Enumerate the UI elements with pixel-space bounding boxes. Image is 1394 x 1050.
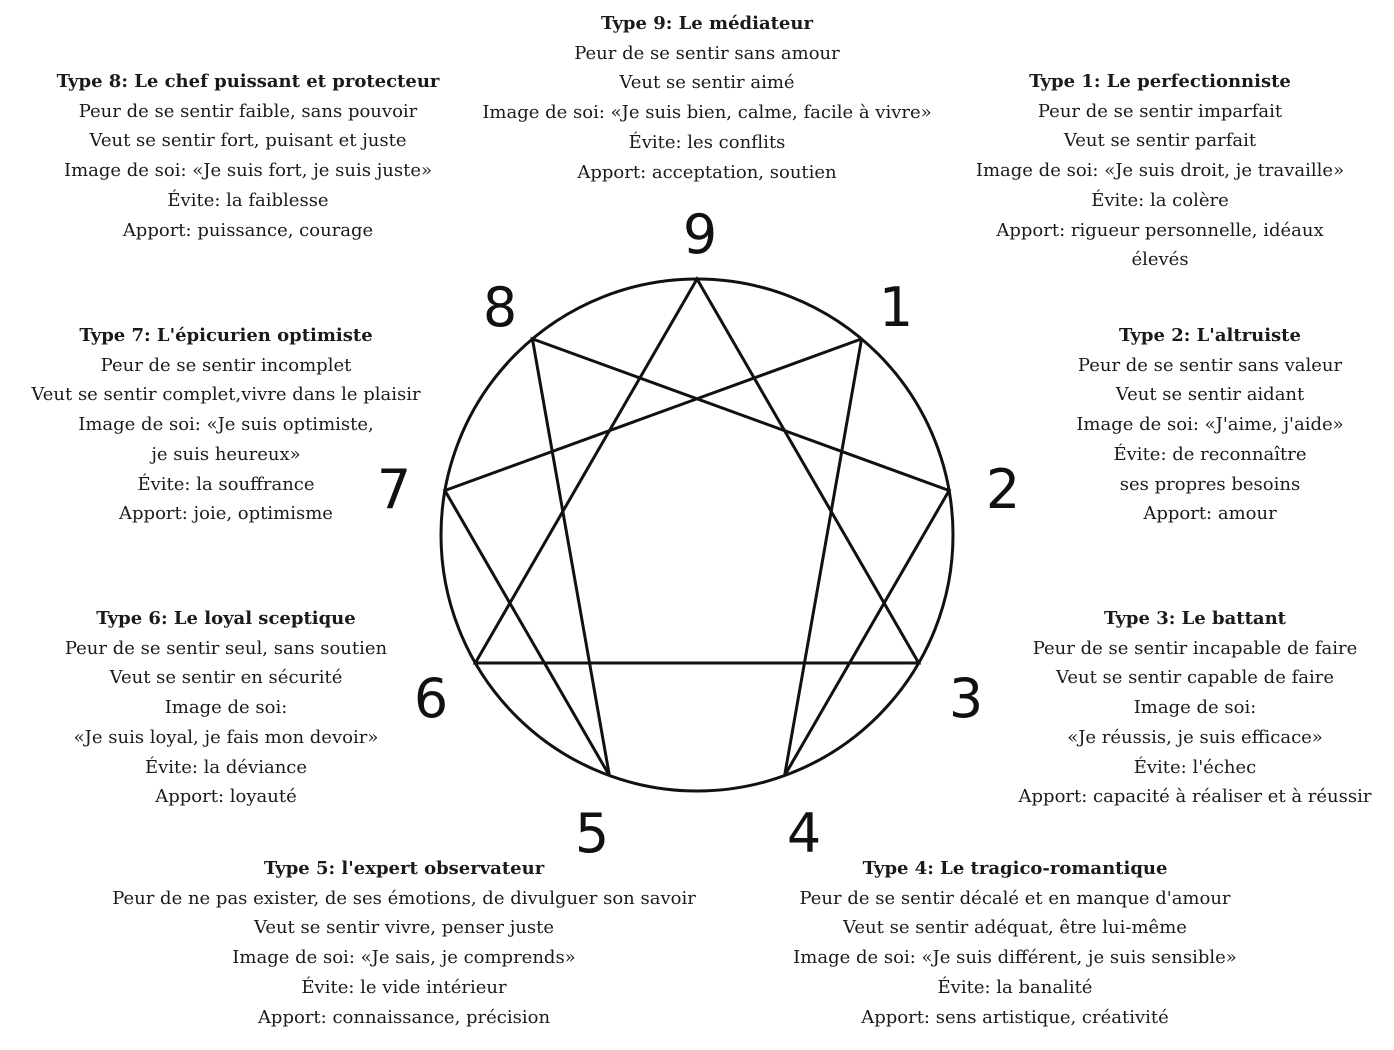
type-9-line: Apport: acceptation, soutien: [577, 161, 837, 183]
type-1-line: Apport: rigueur personnelle, idéaux: [996, 219, 1324, 241]
type-6-line: Évite: la déviance: [144, 756, 308, 778]
type-6-line: Apport: loyauté: [155, 786, 297, 808]
type-5-block: Type 5: l'expert observateur Peur de ne …: [84, 854, 724, 1032]
type-3-line: Peur de se sentir incapable de faire: [1032, 637, 1358, 659]
type-7-line: Veut se sentir complet,vivre dans le pla…: [31, 384, 421, 406]
type-3-title: Type 3: Le battant: [1104, 608, 1286, 629]
type-2-line: Peur de se sentir sans valeur: [1077, 354, 1343, 376]
type-3-line: Apport: capacité à réaliser et à réussir: [1018, 786, 1372, 808]
type-1-line: Évite: la colère: [1091, 189, 1229, 211]
type-1-line: Veut se sentir parfait: [1063, 130, 1257, 152]
type-6-block: Type 6: Le loyal sceptique Peur de se se…: [36, 604, 416, 812]
type-3-line: «Je réussis, je suis efficace»: [1067, 726, 1323, 748]
type-2-title: Type 2: L'altruiste: [1119, 325, 1301, 346]
type-2-line: Image de soi: «J'aime, j'aide»: [1076, 414, 1344, 436]
type-2-line: Évite: de reconnaître: [1113, 443, 1307, 465]
type-8-title: Type 8: Le chef puissant et protecteur: [56, 71, 440, 92]
type-9-block: Type 9: Le médiateur Peur de se sentir s…: [472, 9, 942, 187]
type-9-line: Image de soi: «Je suis bien, calme, faci…: [482, 102, 932, 124]
type-4-title: Type 4: Le tragico-romantique: [862, 858, 1168, 879]
enneagram-circle: [439, 277, 955, 793]
type-7-line: Image de soi: «Je suis optimiste,: [78, 414, 374, 436]
type-5-line: Apport: connaissance, précision: [257, 1006, 551, 1028]
point-number-6: 6: [414, 667, 448, 730]
point-number-2: 2: [986, 458, 1020, 521]
enneagram-triangle: [472, 275, 922, 665]
point-number-5: 5: [575, 802, 609, 865]
type-7-line: je suis heureux»: [151, 443, 301, 465]
type-2-line: Veut se sentir aidant: [1115, 384, 1305, 406]
point-number-1: 1: [879, 276, 913, 339]
type-1-line: Peur de se sentir imparfait: [1037, 100, 1283, 122]
type-8-block: Type 8: Le chef puissant et protecteur P…: [48, 67, 448, 245]
type-4-line: Image de soi: «Je suis différent, je sui…: [793, 947, 1237, 969]
type-5-line: Image de soi: «Je sais, je comprends»: [232, 947, 576, 969]
type-5-line: Évite: le vide intérieur: [301, 976, 507, 998]
enneagram-hexad: [442, 336, 952, 777]
type-8-line: Apport: puissance, courage: [122, 219, 374, 241]
type-9-title: Type 9: Le médiateur: [601, 13, 813, 34]
type-7-line: Évite: la souffrance: [137, 473, 315, 495]
type-8-line: Peur de se sentir faible, sans pouvoir: [78, 100, 418, 122]
type-6-line: Veut se sentir en sécurité: [109, 667, 343, 689]
type-2-line: Apport: amour: [1143, 503, 1277, 525]
type-7-line: Apport: joie, optimisme: [119, 503, 333, 525]
type-8-line: Évite: la faiblesse: [167, 189, 329, 211]
type-2-line: ses propres besoins: [1119, 473, 1301, 495]
type-5-line: Peur de ne pas exister, de ses émotions,…: [112, 887, 696, 909]
type-5-title: Type 5: l'expert observateur: [263, 858, 545, 879]
type-8-line: Veut se sentir fort, puisant et juste: [89, 130, 407, 152]
type-7-block: Type 7: L'épicurien optimiste Peur de se…: [16, 321, 436, 529]
point-number-8: 8: [483, 276, 517, 339]
type-6-title: Type 6: Le loyal sceptique: [96, 608, 356, 629]
type-7-line: Peur de se sentir incomplet: [100, 354, 352, 376]
type-1-line: élevés: [1131, 249, 1189, 271]
type-4-line: Évite: la banalité: [937, 976, 1093, 998]
type-1-line: Image de soi: «Je suis droit, je travail…: [975, 160, 1345, 182]
type-6-line: «Je suis loyal, je fais mon devoir»: [73, 726, 379, 748]
type-4-line: Peur de se sentir décalé et en manque d'…: [799, 887, 1231, 909]
type-1-block: Type 1: Le perfectionniste Peur de se se…: [960, 67, 1360, 275]
type-4-line: Apport: sens artistique, créativité: [861, 1006, 1169, 1028]
type-9-line: Évite: les conflits: [628, 131, 786, 153]
type-7-title: Type 7: L'épicurien optimiste: [79, 325, 373, 346]
type-3-line: Image de soi:: [1133, 697, 1257, 719]
type-3-line: Évite: l'échec: [1133, 756, 1257, 778]
type-4-line: Veut se sentir adéquat, être lui-même: [843, 917, 1187, 939]
type-4-block: Type 4: Le tragico-romantique Peur de se…: [770, 854, 1260, 1032]
point-number-3: 3: [949, 667, 983, 730]
type-5-line: Veut se sentir vivre, penser juste: [253, 917, 555, 939]
type-3-block: Type 3: Le battant Peur de se sentir inc…: [1000, 604, 1390, 812]
type-9-line: Veut se sentir aimé: [619, 72, 795, 94]
type-3-line: Veut se sentir capable de faire: [1056, 667, 1334, 689]
type-9-line: Peur de se sentir sans amour: [574, 42, 840, 64]
point-number-9: 9: [683, 203, 717, 266]
type-1-title: Type 1: Le perfectionniste: [1029, 71, 1291, 92]
type-2-block: Type 2: L'altruiste Peur de se sentir sa…: [1060, 321, 1360, 529]
point-number-4: 4: [787, 802, 821, 865]
type-6-line: Peur de se sentir seul, sans soutien: [64, 637, 388, 659]
type-8-line: Image de soi: «Je suis fort, je suis jus…: [63, 160, 433, 182]
point-number-7: 7: [377, 458, 411, 521]
type-6-line: Image de soi:: [164, 697, 288, 719]
